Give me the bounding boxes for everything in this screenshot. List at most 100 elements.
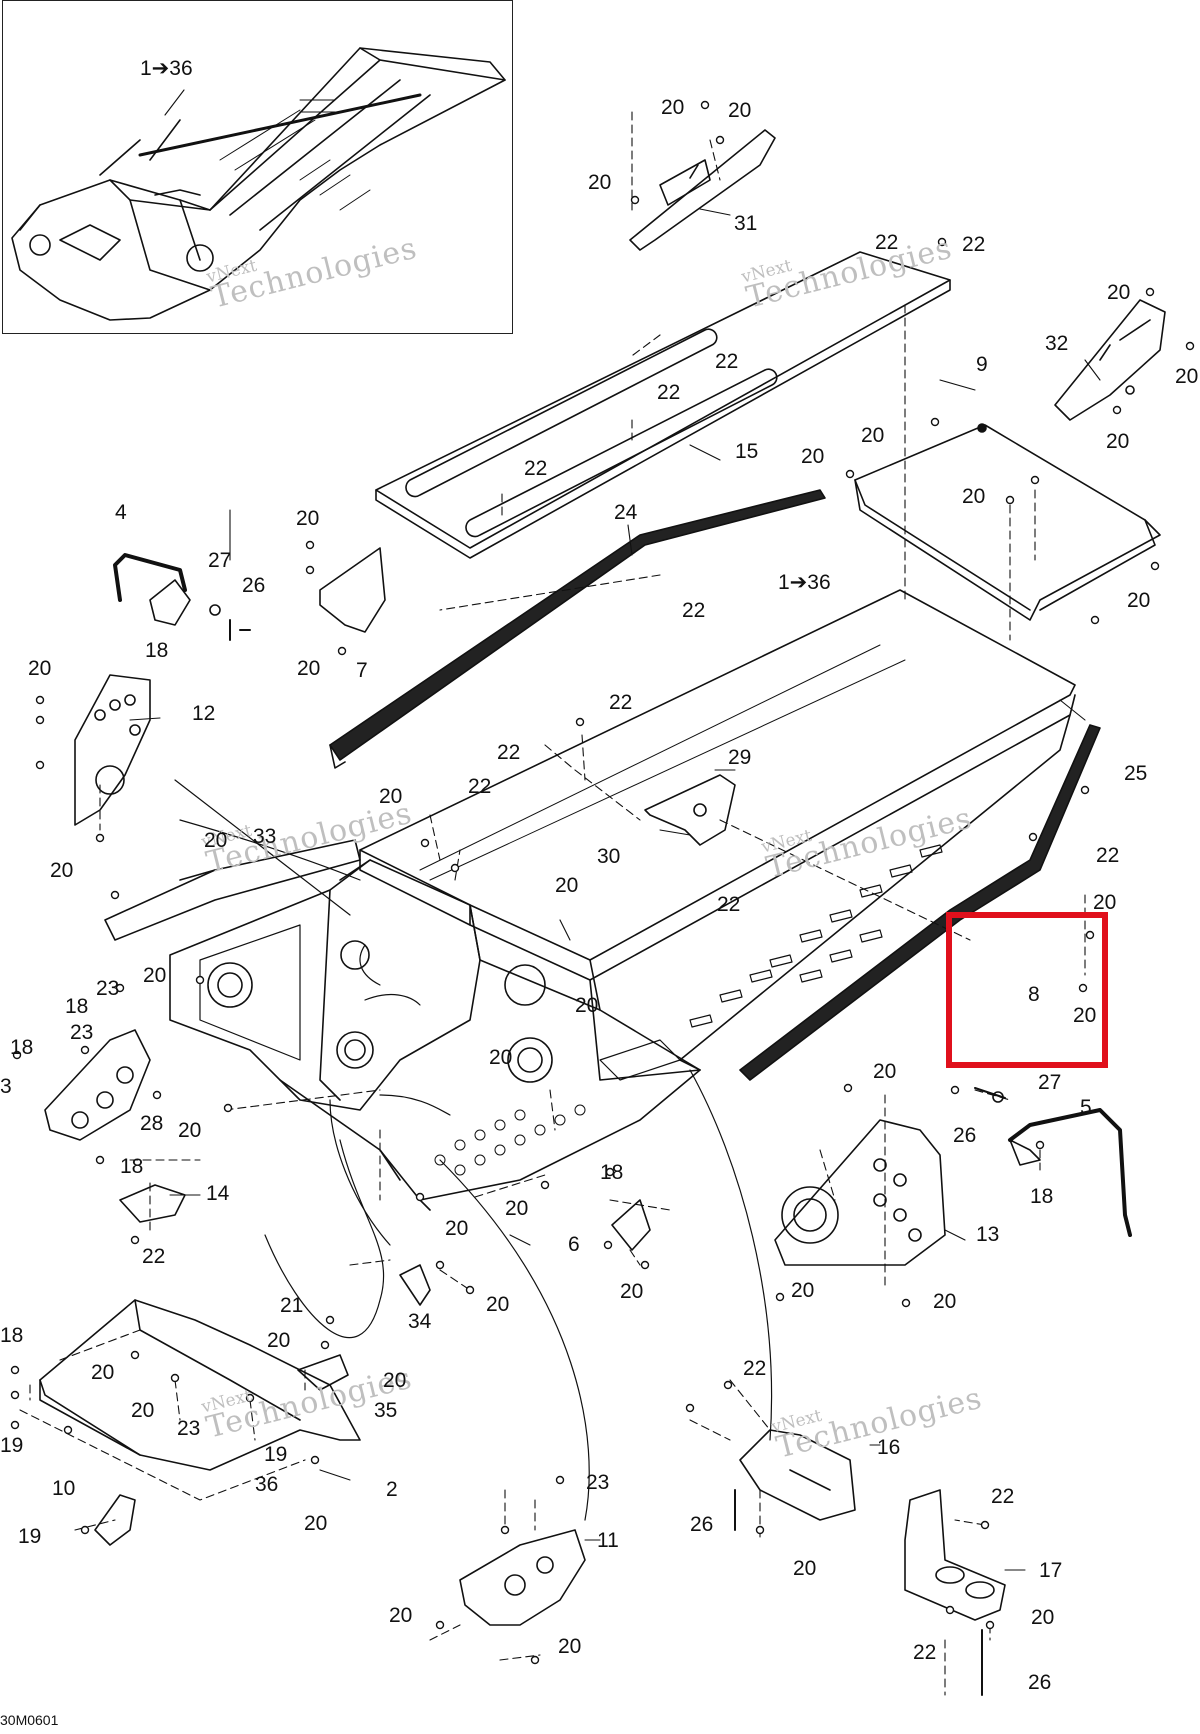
callout-20: 20	[486, 1293, 510, 1316]
callout-20: 20	[50, 859, 74, 882]
callout-22: 22	[468, 775, 492, 798]
callout-17: 17	[1039, 1559, 1063, 1582]
callout-20: 20	[297, 657, 321, 680]
callout-20: 20	[91, 1361, 115, 1384]
bracket-32	[1054, 299, 1166, 421]
callout-14: 14	[206, 1182, 230, 1205]
small-brackets	[297, 1199, 651, 1391]
callout-22: 22	[497, 741, 521, 764]
callout-23: 23	[586, 1471, 610, 1494]
callout-26: 26	[690, 1513, 714, 1536]
callout-20: 20	[178, 1119, 202, 1142]
callout-19: 19	[0, 1434, 24, 1457]
inset-frame-assembly	[11, 47, 506, 321]
callout-20: 20	[933, 1290, 957, 1313]
panel-9	[854, 423, 1161, 621]
callout-22: 22	[682, 599, 706, 622]
bracket-3	[44, 1029, 151, 1141]
callout-22: 22	[609, 691, 633, 714]
callout-20: 20	[143, 964, 167, 987]
callout-20: 20	[793, 1557, 817, 1580]
callout-20: 20	[1107, 281, 1131, 304]
callout-20: 20	[661, 96, 685, 119]
callout-22: 22	[142, 1245, 166, 1268]
callout-20: 20	[304, 1512, 328, 1535]
callout-23: 23	[70, 1021, 94, 1044]
callout-22: 22	[657, 381, 681, 404]
plate-12	[74, 674, 151, 826]
callout-6: 6	[568, 1233, 580, 1256]
callout-20: 20	[383, 1369, 407, 1392]
handle-5	[1008, 1108, 1132, 1237]
callout-22: 22	[913, 1641, 937, 1664]
callout-19: 19	[264, 1443, 288, 1466]
callout-20: 20	[445, 1217, 469, 1240]
callout-27: 27	[1038, 1071, 1062, 1094]
callout-20: 20	[962, 485, 986, 508]
callout-20: 20	[588, 171, 612, 194]
callout-25: 25	[1124, 762, 1148, 785]
callout-20: 20	[28, 657, 52, 680]
callout-20: 20	[267, 1329, 291, 1352]
callout-18: 18	[65, 995, 89, 1018]
callout-33: 33	[253, 825, 277, 848]
callout-18: 18	[10, 1036, 34, 1059]
callout-23: 23	[96, 977, 120, 1000]
callout-12: 12	[192, 702, 216, 725]
callout-4: 4	[115, 501, 127, 524]
callout-20: 20	[1031, 1606, 1055, 1629]
callout-10: 10	[52, 1477, 76, 1500]
callout-18: 18	[120, 1155, 144, 1178]
callout-1-36: 1➔36	[778, 571, 831, 594]
callout-15: 15	[735, 440, 759, 463]
running-board-15	[375, 251, 951, 559]
inset-view-frame	[2, 0, 513, 334]
callout-20: 20	[801, 445, 825, 468]
callout-20: 20	[873, 1060, 897, 1083]
crossmember-36	[39, 1299, 361, 1471]
callout-20: 20	[620, 1280, 644, 1303]
rail-24	[329, 489, 826, 769]
callout-20: 20	[1127, 589, 1151, 612]
callout-26: 26	[242, 574, 266, 597]
callout-20: 20	[131, 1399, 155, 1422]
callout-26: 26	[1028, 1671, 1052, 1694]
callout-20: 20	[389, 1604, 413, 1627]
callout-24: 24	[614, 501, 638, 524]
callout-36: 36	[255, 1473, 279, 1496]
callout-20: 20	[296, 507, 320, 530]
callout-22: 22	[1096, 844, 1120, 867]
bracket-17	[904, 1489, 1006, 1621]
callout-20: 20	[1073, 1004, 1097, 1027]
callout-20: 20	[489, 1046, 513, 1069]
rail-25	[739, 724, 1101, 1081]
callout-32: 32	[1045, 332, 1069, 355]
bracket-7	[319, 547, 386, 633]
callout-1-36: 1➔36	[140, 57, 193, 80]
callout-31: 31	[734, 212, 758, 235]
callout-20: 20	[861, 424, 885, 447]
bracket-16	[739, 1429, 856, 1521]
callout-27: 27	[208, 549, 232, 572]
callout-26: 26	[953, 1124, 977, 1147]
callout-20: 20	[555, 874, 579, 897]
callout-3: 3	[0, 1075, 12, 1098]
callout-20: 20	[575, 994, 599, 1017]
bracket-31	[629, 129, 776, 251]
callout-29: 29	[728, 746, 752, 769]
callout-20: 20	[791, 1279, 815, 1302]
callout-20: 20	[1106, 430, 1130, 453]
callout-20: 20	[728, 99, 752, 122]
callout-20: 20	[558, 1635, 582, 1658]
drawing-code: 30M0601	[0, 1712, 59, 1728]
handle-4	[113, 553, 191, 626]
callout-22: 22	[524, 457, 548, 480]
callout-22: 22	[715, 350, 739, 373]
callout-20: 20	[505, 1197, 529, 1220]
callout-2: 2	[386, 1478, 398, 1501]
bracket-10	[94, 1494, 136, 1546]
callout-22: 22	[991, 1485, 1015, 1508]
callout-22: 22	[717, 893, 741, 916]
callout-11: 11	[597, 1529, 619, 1552]
